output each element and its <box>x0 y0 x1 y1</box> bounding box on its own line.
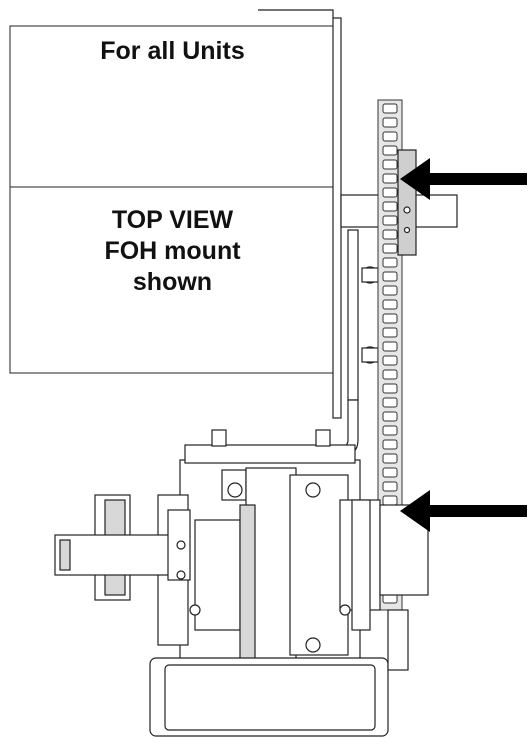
chain-link <box>382 243 398 254</box>
chain-link <box>382 173 398 184</box>
chain-link <box>382 341 398 352</box>
view-line-1: TOP VIEW <box>111 206 234 234</box>
label-panel <box>9 25 336 374</box>
upper-arrow <box>400 158 527 200</box>
chain-link <box>382 369 398 380</box>
chain-link <box>382 201 398 212</box>
chain-link <box>382 453 398 464</box>
chain-link <box>382 411 398 422</box>
chain-link <box>382 495 398 506</box>
top-note-text: For all Units <box>100 37 245 65</box>
chain-link <box>382 271 398 282</box>
chain-link <box>382 355 398 366</box>
chain-link <box>382 439 398 450</box>
chain-guide-bracket <box>397 149 417 256</box>
chain-link <box>382 313 398 324</box>
view-label: TOP VIEW FOH mount shown <box>10 205 335 298</box>
lower-arrow <box>400 490 527 532</box>
chain-link <box>382 257 398 268</box>
chain-link <box>382 425 398 436</box>
chain-link <box>382 145 398 156</box>
chain-link <box>382 467 398 478</box>
chain-link <box>382 299 398 310</box>
chain-link <box>382 327 398 338</box>
chain-link <box>382 285 398 296</box>
view-line-2: FOH mount <box>104 237 241 265</box>
view-line-3: shown <box>132 268 213 296</box>
chain-link <box>382 481 398 492</box>
chain-link <box>382 187 398 198</box>
chain-link <box>382 397 398 408</box>
chain-link <box>382 131 398 142</box>
chain-link <box>382 117 398 128</box>
drive-unit <box>54 429 429 737</box>
chain-link <box>382 159 398 170</box>
top-note-label: For all Units <box>10 36 335 67</box>
chain-link <box>382 229 398 240</box>
chain-link <box>382 215 398 226</box>
chain-link <box>382 103 398 114</box>
chain-link <box>382 383 398 394</box>
